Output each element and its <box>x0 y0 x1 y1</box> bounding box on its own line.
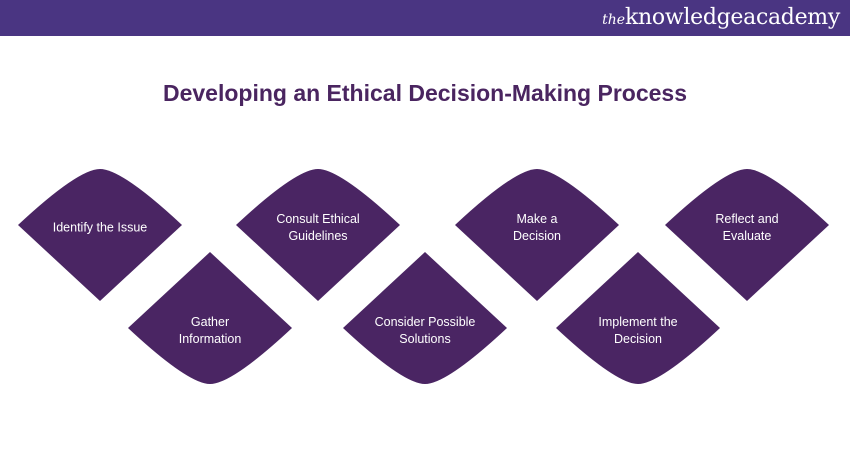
step-shape-7 <box>665 169 829 301</box>
step-shape-1 <box>18 169 182 301</box>
step-shape-3 <box>236 169 400 301</box>
brand-logo: theknowledgeacademy <box>602 3 840 35</box>
step-label-1: Identify the Issue <box>52 220 148 235</box>
brand-name: knowledgeacademy <box>625 5 840 30</box>
step-shape-4 <box>343 252 507 384</box>
brand-prefix: the <box>602 12 626 28</box>
step-shape-5 <box>455 169 619 301</box>
diagram-title: Developing an Ethical Decision-Making Pr… <box>162 80 688 106</box>
step-shape-2 <box>128 252 292 384</box>
header-bar <box>0 0 850 36</box>
step-shape-6 <box>556 252 720 384</box>
